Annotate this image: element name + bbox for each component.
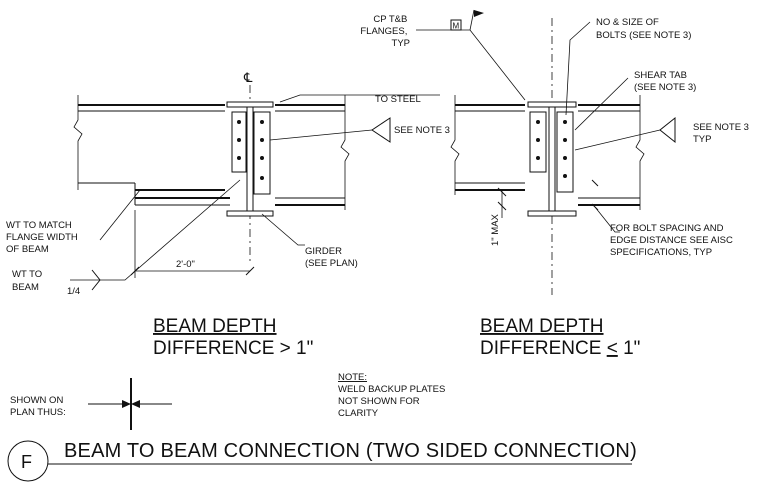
cp-note: CP T&B FLANGES, TYP — [360, 14, 410, 49]
left-heading-line1: BEAM DEPTH — [153, 316, 277, 337]
left-see-note: SEE NOTE 3 — [394, 125, 450, 136]
girder — [226, 101, 274, 217]
right-shallow-beam — [275, 95, 350, 210]
right-see-note: SEE NOTE 3 TYP — [693, 122, 752, 145]
title-block: F BEAM TO BEAM CONNECTION (TWO SIDED CON… — [7, 440, 637, 482]
right-right-beam — [578, 95, 645, 210]
left-dimension: 2'-0" — [176, 259, 195, 270]
wt-match-note: WT TO MATCH FLANGE WIDTH OF BEAM — [6, 220, 80, 255]
general-note-label: NOTE: — [338, 372, 367, 383]
wt-section — [135, 197, 230, 206]
detail-letter-circle — [7, 440, 49, 482]
detail-letter: F — [21, 452, 32, 472]
max-dimension: 1" MAX — [490, 213, 501, 246]
right-heading-line2: DIFFERENCE < 1" — [480, 338, 640, 359]
bolts-note: NO & SIZE OF BOLTS (SEE NOTE 3) — [596, 17, 691, 41]
general-note: NOTE: WELD BACKUP PLATES NOT SHOWN FOR C… — [338, 372, 448, 419]
wt-to-beam-note: WT TO BEAM — [12, 269, 45, 293]
weld-symbol-box — [450, 19, 462, 31]
general-note-text: WELD BACKUP PLATES NOT SHOWN FOR CLARITY — [338, 384, 448, 419]
to-steel-label: TO STEEL — [375, 94, 421, 105]
left-deep-beam — [73, 95, 225, 205]
left-heading-line2: DIFFERENCE > 1" — [153, 338, 313, 359]
shear-tab-note: SHEAR TAB (SEE NOTE 3) — [634, 70, 696, 93]
left-shear-tabs — [231, 111, 271, 195]
shown-on-plan-label: SHOWN ON PLAN THUS: — [10, 395, 66, 418]
right-left-beam — [450, 95, 525, 195]
bolt-spacing-note: FOR BOLT SPACING AND EDGE DISTANCE SEE A… — [610, 223, 735, 258]
weld-size: 1/4 — [67, 286, 80, 297]
left-detail: ℄ — [6, 70, 450, 359]
right-girder — [527, 101, 577, 217]
weld-symbol-letter: M — [453, 22, 460, 31]
right-heading-line1: BEAM DEPTH — [480, 316, 604, 337]
centerline-symbol: ℄ — [243, 70, 253, 85]
right-shear-tabs — [529, 111, 574, 193]
detail-title: BEAM TO BEAM CONNECTION (TWO SIDED CONNE… — [64, 440, 637, 462]
right-detail: M CP T&B FLANGES, TYP NO & SIZE OF BOLTS… — [360, 9, 752, 359]
plan-symbol: SHOWN ON PLAN THUS: — [10, 378, 172, 430]
girder-note: GIRDER (SEE PLAN) — [305, 246, 358, 269]
